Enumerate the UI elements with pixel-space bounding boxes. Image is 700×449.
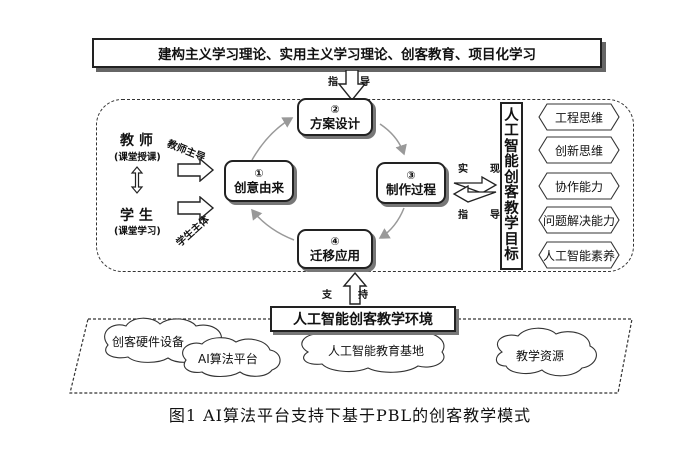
step-idea-origin: ① 创意由来 [224,160,294,202]
ai-maker-environment-box: 人工智能创客教学环境 [270,306,456,332]
goal-title-char: 智 [504,138,519,155]
goal-innovative-thinking: 创新思维 [554,144,603,158]
goal-ai-literacy: 人工智能素养 [542,249,615,263]
goal-engineering-thinking: 工程思维 [554,111,603,125]
step-production-process: ③ 制作过程 [376,162,446,204]
guide-arrow-icon [337,70,367,102]
environment-title: 人工智能创客教学环境 [293,312,433,328]
realize-label: 实 现 [458,164,506,175]
goal-title-char: 标 [504,247,519,263]
goal-title-char: 目 [504,231,519,248]
guide-arrow-label: 指 导 [328,77,376,88]
teacher-subtitle: (课堂授课) [114,152,161,163]
goal-title-char: 学 [504,216,519,232]
ai-maker-teaching-goal-box: 人 工 智 能 创 客 教 学 目 标 [500,102,523,270]
theory-framework-text: 建构主义学习理论、实用主义学习理论、创客教育、项目化学习 [158,47,536,63]
goal-title-char: 能 [504,154,519,170]
goal-collaboration: 协作能力 [554,180,603,194]
ai-education-base-item: 人工智能教育基地 [328,344,425,358]
goal-title-char: 教 [504,200,519,217]
double-arrow-icon [130,166,144,194]
support-arrow-label: 支 持 [322,290,376,301]
maker-hardware-item: 创客硬件设备 [112,335,185,349]
goal-title-char: 客 [504,185,519,201]
support-arrow-icon [342,272,368,305]
teaching-resources-item: 教学资源 [516,349,565,363]
step-number: ② [330,102,340,116]
goal-title-char: 人 [504,107,519,124]
step-label: 迁移应用 [309,247,360,263]
goal-title-char: 创 [504,169,519,186]
ai-algorithm-platform-item: AI算法平台 [198,352,258,366]
step-number: ④ [330,234,340,248]
step-number: ③ [406,168,416,182]
teacher-lead-arrow-icon [177,158,215,182]
figure-caption: 图1 AI算法平台支持下基于PBL的创客教学模式 [168,406,532,425]
step-number: ① [254,166,264,180]
student-subtitle: (课堂学习) [114,226,161,237]
goal-hexagons [538,103,620,269]
goal-problem-solving: 问题解决能力 [542,214,615,228]
bidirectional-arrow-icon [452,175,498,203]
goal-title-char: 工 [504,123,519,139]
step-plan-design: ② 方案设计 [297,98,373,136]
step-label: 制作过程 [385,181,436,197]
teacher-title: 教 师 [120,133,153,149]
step-label: 方案设计 [309,115,360,131]
step-label: 创意由来 [233,179,284,195]
student-title: 学 生 [120,208,153,224]
student-subject-arrow-icon [177,196,215,220]
guide-back-label: 指 导 [458,210,506,221]
theory-framework-box: 建构主义学习理论、实用主义学习理论、创客教育、项目化学习 [92,38,602,68]
step-transfer-application: ④ 迁移应用 [297,229,373,269]
